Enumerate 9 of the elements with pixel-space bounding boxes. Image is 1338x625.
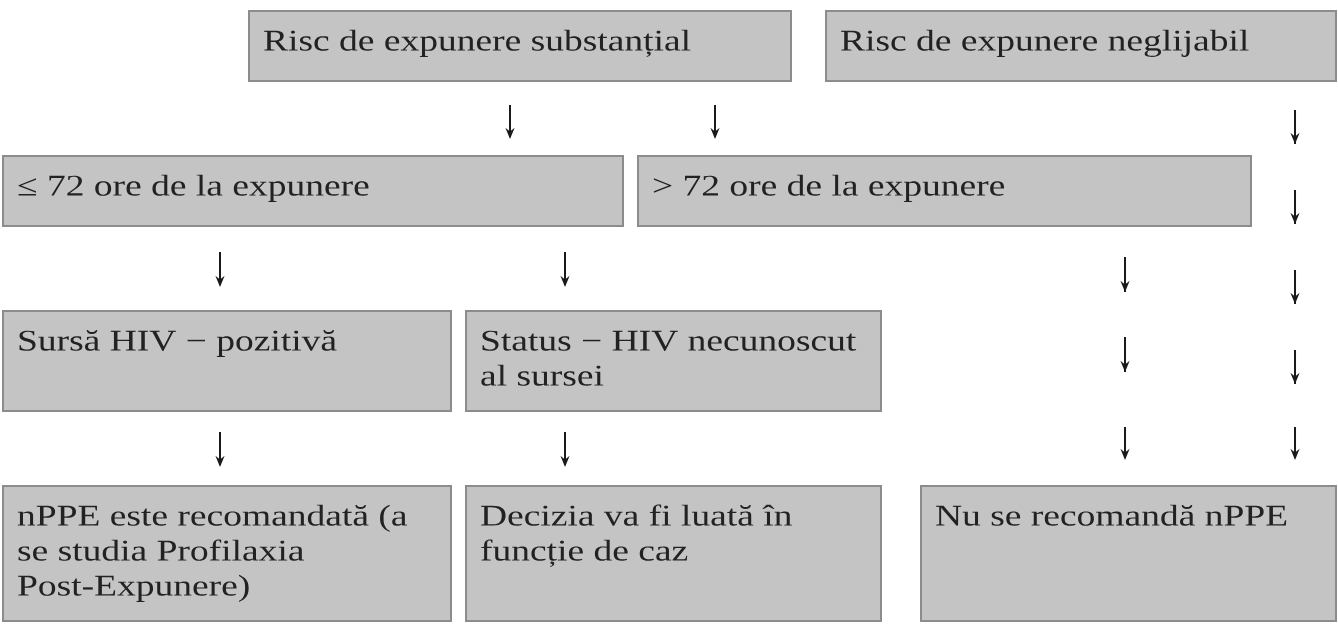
- process-box: > 72 ore de la expunere: [637, 155, 1252, 227]
- process-box: Decizia va fi luată în funcție de caz: [465, 485, 882, 622]
- process-box: Risc de expunere neglijabil: [825, 10, 1337, 82]
- process-box: nPPE este recomandată (a se studia Profilaxia Post-Expunere): [2, 485, 452, 622]
- process-box: ≤ 72 ore de la expunere: [2, 155, 624, 227]
- process-box: Nu se recomandă nPPE: [920, 485, 1337, 622]
- process-box: Risc de expunere substanțial: [248, 10, 792, 82]
- process-box: Sursă HIV − pozitivă: [2, 310, 452, 412]
- process-box: Status − HIV necunoscut al sursei: [465, 310, 882, 412]
